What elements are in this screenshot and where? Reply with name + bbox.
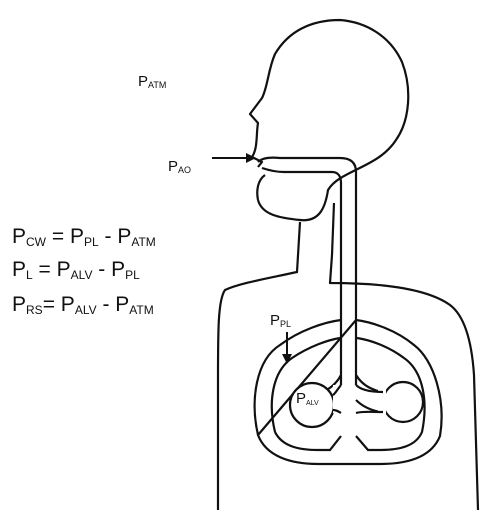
right-alveolus: [383, 382, 423, 422]
p-pl-label: PPL: [270, 312, 291, 329]
front-neck-chest: [218, 222, 300, 510]
right-bronchus-lower: [356, 400, 380, 412]
p-atm-label: PATM: [138, 73, 166, 90]
chin-lower-lip: [257, 175, 265, 200]
equation-lung: PL = PALV - PPL: [12, 258, 140, 282]
head-outline: [250, 20, 478, 510]
equation-chest-wall: PCW = PPL - PATM: [12, 225, 156, 249]
equations: PCW = PPL - PATM PL = PALV - PPL PRS= PA…: [12, 225, 156, 317]
p-ao-label: PAO: [168, 158, 191, 175]
ao-arrow: [212, 153, 256, 163]
equation-respiratory-system: PRS= PALV - PATM: [12, 293, 154, 317]
